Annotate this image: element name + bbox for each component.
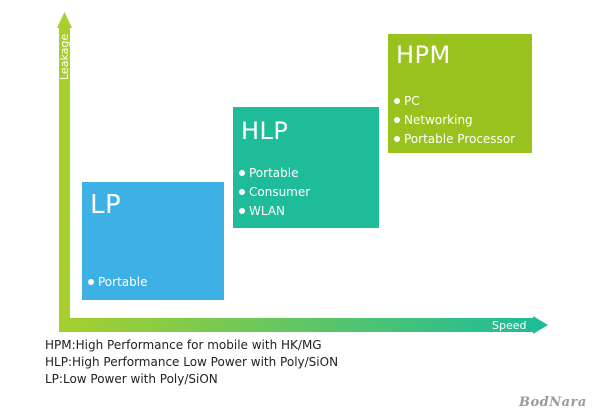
bullet-icon bbox=[239, 169, 245, 176]
list-item-label: Portable bbox=[98, 275, 148, 289]
legend-entry-hpm: HPM:High Performance for mobile with HK/… bbox=[45, 338, 322, 352]
legend-entry-lp: LP:Low Power with Poly/SiON bbox=[45, 372, 218, 386]
list-item: Consumer bbox=[239, 183, 310, 202]
list-item: Portable bbox=[88, 273, 147, 292]
x-axis-arrow-icon bbox=[533, 316, 548, 334]
list-item: WLAN bbox=[239, 202, 310, 221]
hpm-box: HPM PC Networking Portable Processor bbox=[388, 34, 532, 153]
legend: HPM:High Performance for mobile with HK/… bbox=[45, 337, 338, 388]
list-item: Portable Processor bbox=[394, 130, 515, 149]
list-item-label: Portable Processor bbox=[404, 132, 516, 146]
bullet-icon bbox=[394, 97, 400, 104]
list-item-label: Portable bbox=[249, 166, 299, 180]
y-axis-label: Leakage bbox=[58, 34, 71, 80]
lp-box: LP Portable bbox=[82, 182, 224, 300]
bullet-icon bbox=[394, 135, 400, 142]
list-item-label: PC bbox=[404, 94, 420, 108]
lp-title: LP bbox=[90, 190, 122, 220]
hpm-title: HPM bbox=[396, 41, 451, 69]
watermark-logo: BodNara bbox=[519, 395, 587, 410]
x-axis-label: Speed bbox=[492, 319, 526, 332]
hlp-item-list: Portable Consumer WLAN bbox=[239, 164, 310, 221]
y-axis-arrow-icon bbox=[57, 12, 72, 28]
lp-item-list: Portable bbox=[88, 273, 147, 292]
x-axis: Speed bbox=[59, 316, 548, 334]
list-item: PC bbox=[394, 92, 515, 111]
hlp-box: HLP Portable Consumer WLAN bbox=[233, 107, 379, 228]
list-item-label: Consumer bbox=[249, 185, 311, 199]
bullet-icon bbox=[394, 116, 400, 123]
y-axis: Leakage bbox=[57, 12, 72, 332]
bullet-icon bbox=[239, 207, 245, 214]
list-item: Networking bbox=[394, 111, 515, 130]
hpm-item-list: PC Networking Portable Processor bbox=[394, 92, 515, 149]
legend-entry-hlp: HLP:High Performance Low Power with Poly… bbox=[45, 355, 339, 369]
hlp-title: HLP bbox=[241, 117, 289, 145]
list-item-label: Networking bbox=[404, 113, 473, 127]
list-item: Portable bbox=[239, 164, 310, 183]
list-item-label: WLAN bbox=[249, 204, 286, 218]
bullet-icon bbox=[88, 278, 94, 285]
bullet-icon bbox=[239, 188, 245, 195]
